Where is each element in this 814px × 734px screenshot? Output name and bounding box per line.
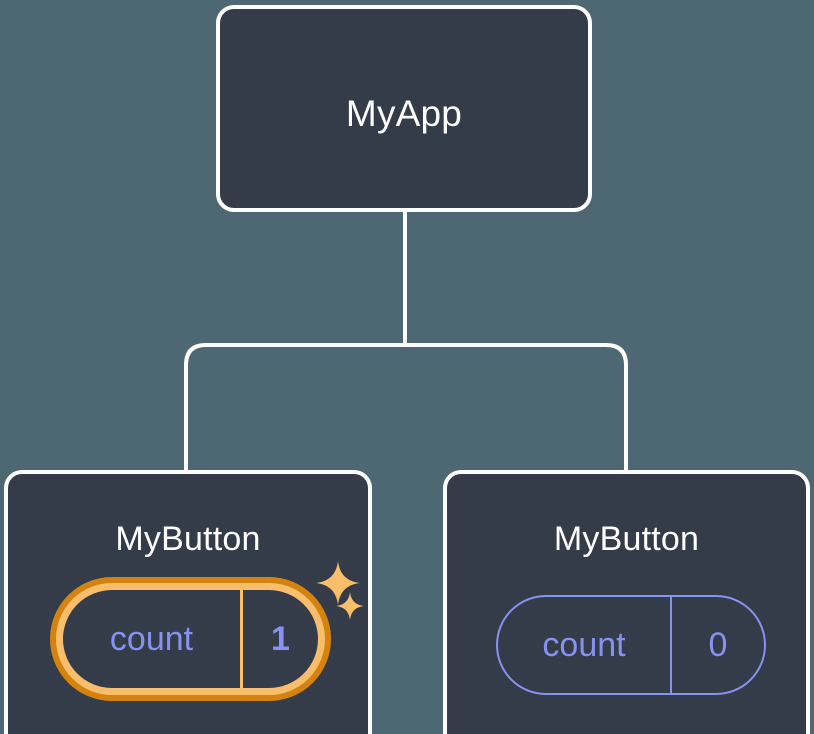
state-pill-inner: count 1	[63, 590, 318, 688]
node-myapp-title: MyApp	[345, 93, 463, 134]
node-mybutton-left-title: MyButton	[115, 520, 261, 558]
state-value-label: 1	[240, 590, 318, 688]
state-key-label: count	[109, 619, 194, 658]
state-value-label: 0	[670, 597, 764, 693]
node-mybutton-left[interactable]: MyButton count 1	[4, 470, 372, 734]
node-myapp[interactable]: MyApp	[216, 5, 592, 212]
state-pill-count-highlighted[interactable]: count 1	[50, 577, 331, 701]
node-mybutton-right[interactable]: MyButton count 0	[443, 470, 810, 734]
state-pill-count-plain[interactable]: count 0	[496, 595, 766, 695]
connector-branch-bar	[184, 343, 628, 470]
state-key-label: count	[542, 625, 626, 664]
node-mybutton-right-title: MyButton	[553, 520, 700, 558]
